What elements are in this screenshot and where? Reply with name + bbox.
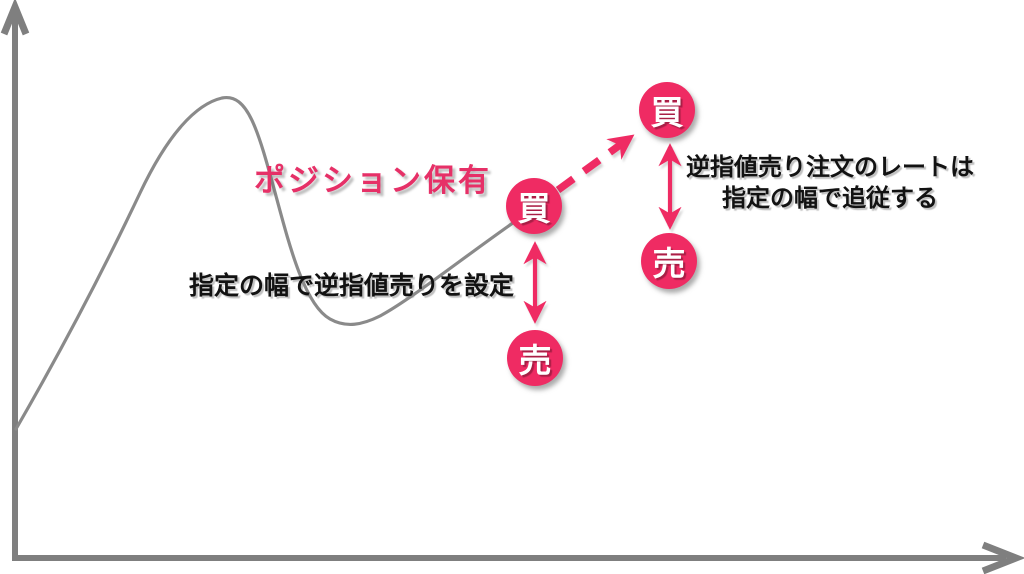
buy-marker-trailed: 買 (639, 82, 695, 138)
sell-stop-marker-trailed: 売 (641, 233, 697, 289)
trailing-stop-note-line2: 指定の幅で追従する (722, 184, 938, 212)
trailing-stop-note-line1: 逆指値売り注文のレートは (686, 153, 974, 181)
buy-marker-entry: 買 (506, 178, 562, 234)
position-held-label: ポジション保有 (254, 163, 492, 199)
y-axis-arrowhead-icon (0, 0, 30, 36)
price-curve (14, 96, 532, 431)
set-stop-note: 指定の幅で逆指値売りを設定 (189, 271, 515, 300)
dashed-trend-arrow-icon (555, 133, 635, 194)
pink-arrows (523, 133, 682, 324)
trailing-stop-note: 逆指値売り注文のレートは 指定の幅で追従する (672, 152, 988, 214)
x-axis-arrowhead-icon (981, 541, 1024, 574)
sell-stop-marker-entry: 売 (507, 330, 563, 386)
